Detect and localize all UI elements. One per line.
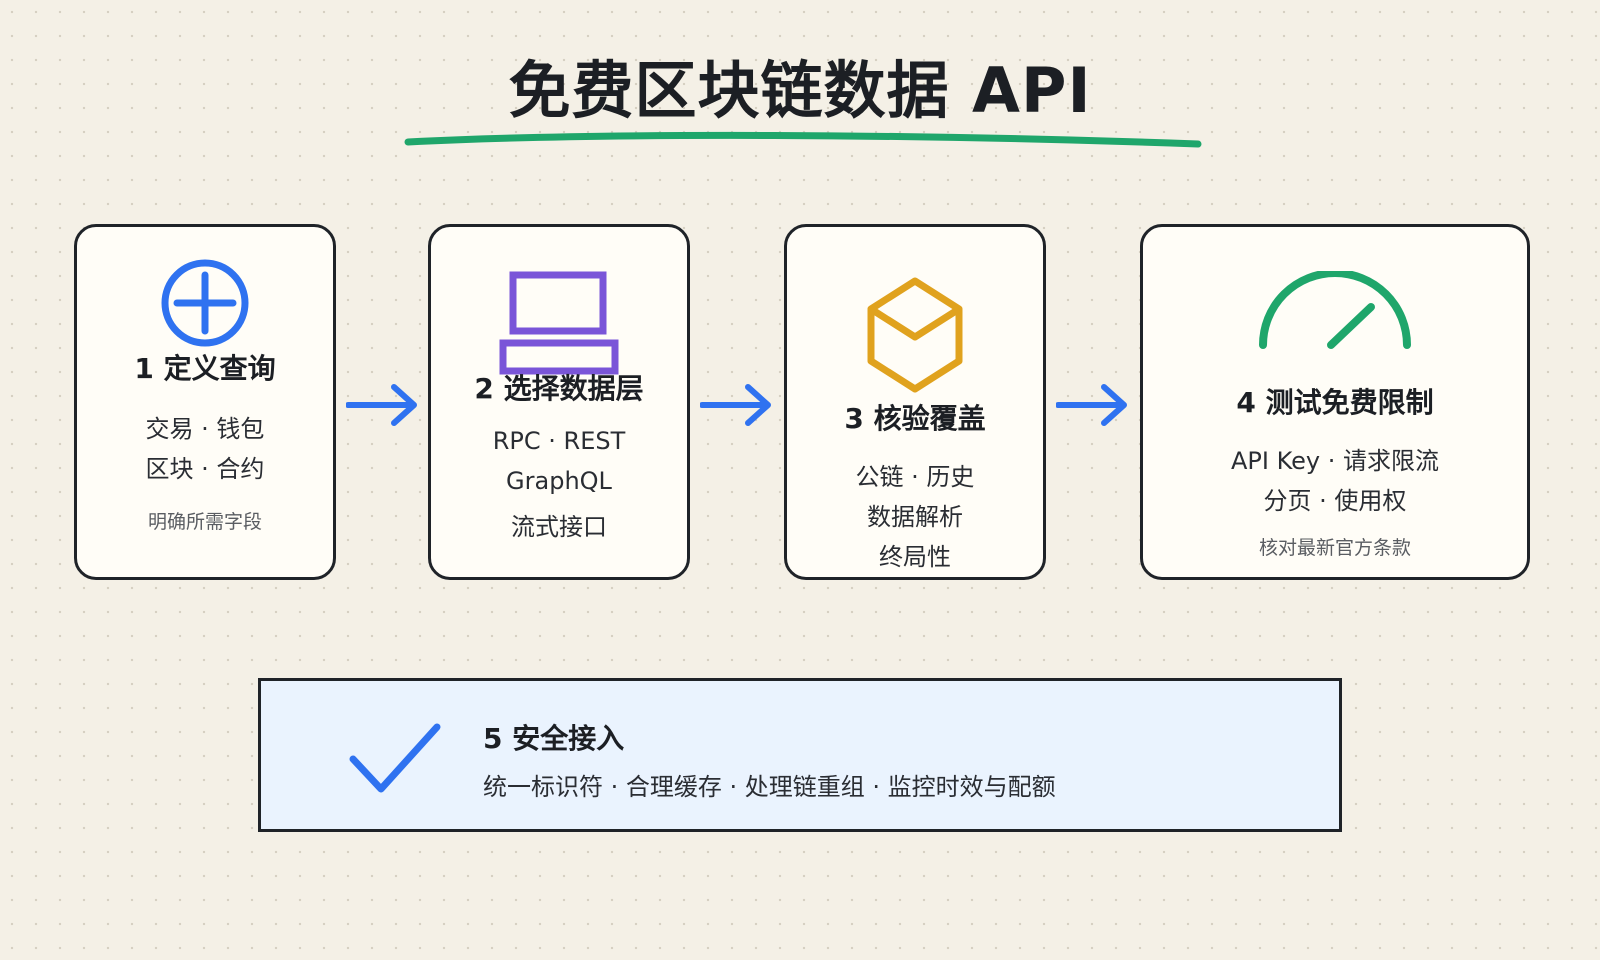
plus-circle-icon [161,259,249,347]
step-note: 核对最新官方条款 [1258,537,1411,559]
step-card-3: 3 核验覆盖 公链 · 历史 数据解析 终局性 [784,224,1046,580]
step-line: 终局性 [879,543,951,571]
step-line: 流式接口 [511,513,607,541]
step-line: 分页 · 使用权 [1263,487,1407,515]
cube-icon [867,277,963,393]
checkmark-icon [349,723,441,793]
step-card-4: 4 测试免费限制 API Key · 请求限流 分页 · 使用权 核对最新官方条… [1140,224,1530,580]
step-card-2: 2 选择数据层 RPC · REST GraphQL 流式接口 [428,224,690,580]
final-step-title: 5 安全接入 [483,722,625,755]
laptop-icon [499,271,619,375]
arrow-right-icon [346,384,417,426]
arrow-right-icon [1056,384,1127,426]
step-title: 3 核验覆盖 [844,402,986,435]
step-line: RPC · REST [492,427,626,455]
step-line: 区块 · 合约 [145,455,265,483]
step-line: API Key · 请求限流 [1231,447,1439,475]
title-underline [404,131,1202,148]
step-title: 1 定义查询 [134,352,276,385]
gauge-icon [1259,271,1411,349]
final-step-description: 统一标识符 · 合理缓存 · 处理链重组 · 监控时效与配额 [483,773,1056,801]
arrow-right-icon [700,384,771,426]
step-line: 公链 · 历史 [855,463,975,491]
step-line: 交易 · 钱包 [145,415,265,443]
step-note: 明确所需字段 [147,511,262,533]
step-title: 2 选择数据层 [474,372,644,405]
page-title: 免费区块链数据 API [508,54,1092,127]
final-step-panel: 5 安全接入 统一标识符 · 合理缓存 · 处理链重组 · 监控时效与配额 [258,678,1342,832]
step-line: 数据解析 [867,503,963,531]
step-title: 4 测试免费限制 [1236,386,1434,419]
step-line: GraphQL [506,467,612,495]
step-card-1: 1 定义查询 交易 · 钱包 区块 · 合约 明确所需字段 [74,224,336,580]
